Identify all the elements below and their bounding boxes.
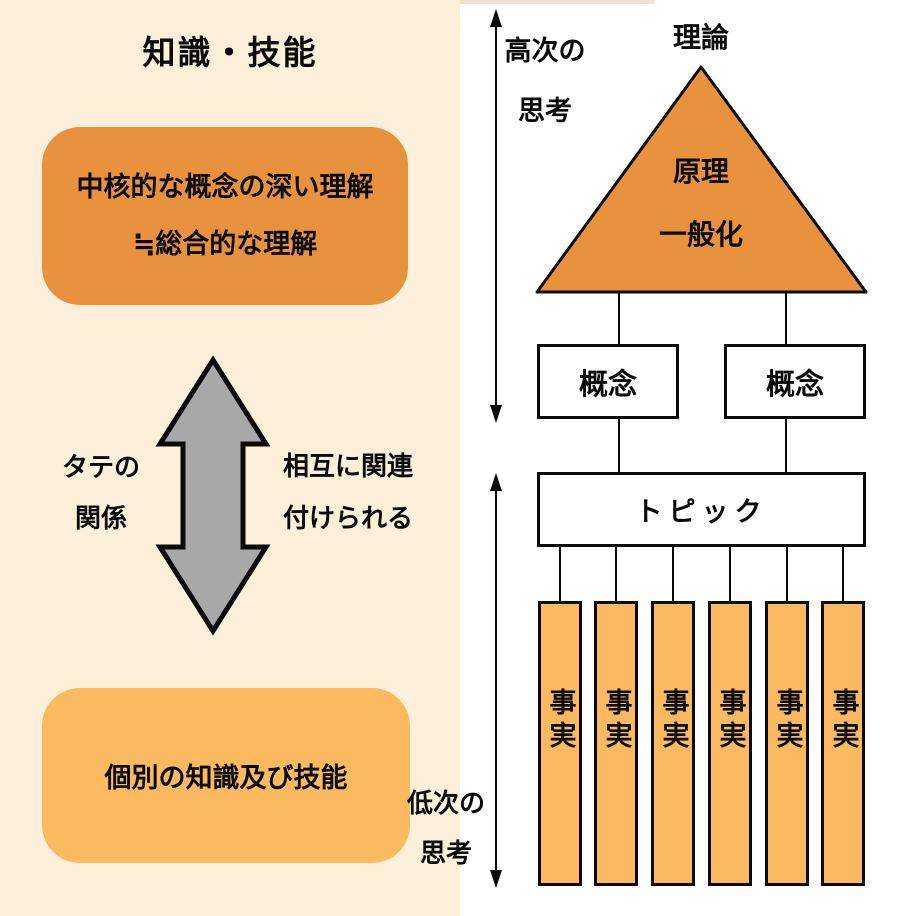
- triangle-label: 原理 一般化: [601, 140, 801, 266]
- fact-label: 事実: [827, 687, 859, 754]
- core-concept-box: 中核的な概念の深い理解 ≒総合的な理解: [42, 127, 408, 305]
- mutual-relation-label: 相互に関連 付けられる: [283, 441, 433, 545]
- top-edge-strip: [460, 0, 654, 4]
- fact-bar: 事実: [651, 601, 695, 886]
- core-concept-line2: ≒総合的な理解: [132, 229, 318, 260]
- vertical-relation-line2: 関係: [74, 504, 127, 534]
- concept-box: 概念: [724, 344, 866, 419]
- mutual-relation-line1: 相互に関連: [283, 452, 414, 482]
- concept-label: 概念: [578, 366, 637, 401]
- fact-label: 事実: [600, 687, 632, 754]
- lower-order-label: 低次の 思考: [400, 779, 492, 879]
- fact-bar: 事実: [765, 601, 809, 886]
- fact-bar: 事実: [821, 601, 865, 886]
- panel-title: 知識・技能: [142, 33, 318, 72]
- higher-order-line1: 高次の: [504, 36, 586, 67]
- higher-order-arrow-down-head: [490, 405, 502, 423]
- topic-label: トピック: [635, 497, 768, 528]
- fact-bar: 事実: [708, 601, 752, 886]
- fact-label: 事実: [714, 687, 746, 754]
- concept-label: 概念: [765, 366, 824, 401]
- concept-box: 概念: [537, 344, 679, 419]
- lower-order-line2: 思考: [419, 839, 472, 869]
- higher-order-label: 高次の 思考: [498, 22, 592, 142]
- fact-label: 事実: [657, 687, 689, 754]
- individual-knowledge-label: 個別の知識及び技能: [104, 763, 348, 794]
- theory-label: 理論: [672, 21, 729, 54]
- mutual-relation-line2: 付けられる: [283, 504, 414, 534]
- fact-label: 事実: [771, 687, 803, 754]
- principle-label: 原理: [672, 155, 729, 188]
- fact-bar: 事実: [594, 601, 638, 886]
- fact-label: 事実: [544, 687, 576, 754]
- higher-order-line2: 思考: [518, 96, 572, 127]
- lower-order-line1: 低次の: [406, 789, 485, 819]
- topic-box: トピック: [537, 472, 866, 547]
- vertical-relation-label: タテの 関係: [40, 443, 162, 545]
- generalization-label: 一般化: [658, 218, 743, 251]
- individual-knowledge-box: 個別の知識及び技能: [42, 688, 410, 863]
- lower-order-arrow-up-head: [490, 473, 502, 491]
- vertical-relation-line1: タテの: [61, 453, 140, 483]
- fact-bar: 事実: [538, 601, 582, 886]
- core-concept-line1: 中核的な概念の深い理解: [76, 172, 374, 203]
